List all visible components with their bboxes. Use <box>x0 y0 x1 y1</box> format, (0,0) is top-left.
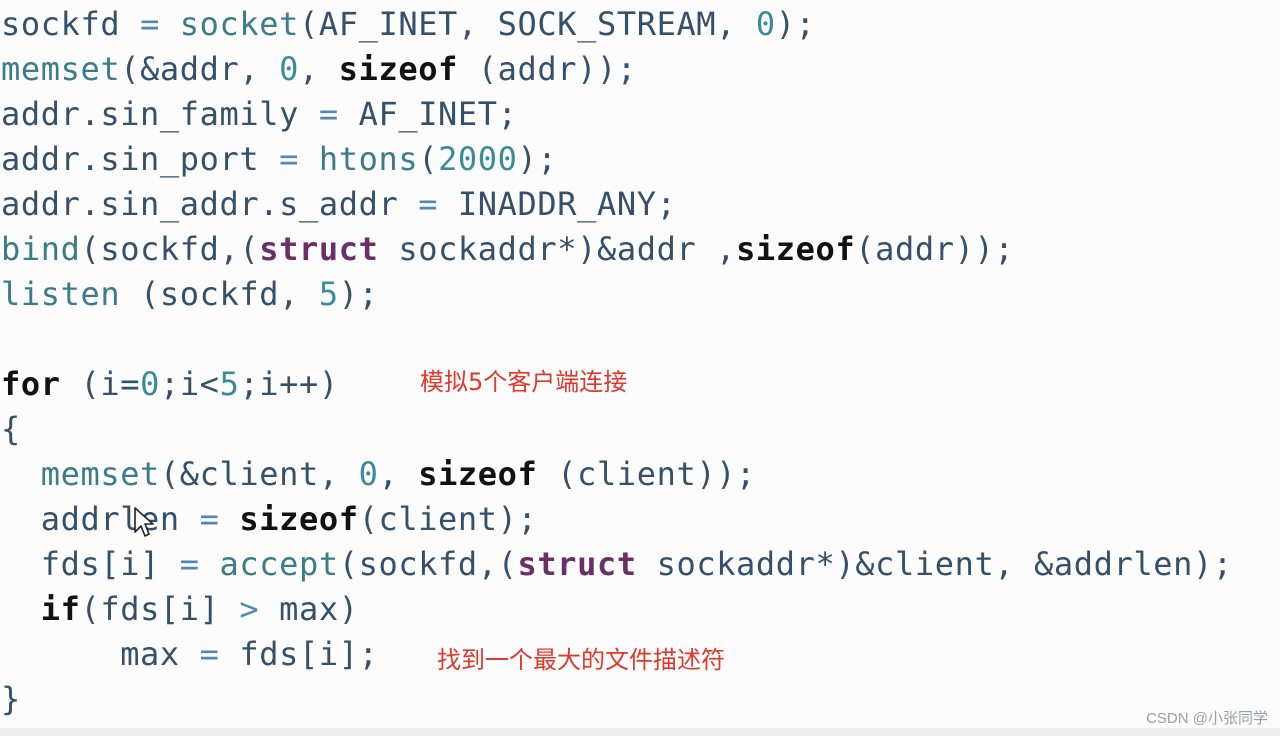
code-token: bind <box>1 230 81 268</box>
code-line: listen (sockfd, 5); <box>1 272 1233 317</box>
code-token: for <box>1 365 61 403</box>
code-token: socket <box>179 5 299 43</box>
code-token: memset <box>40 455 160 493</box>
bottom-strip <box>0 728 1280 736</box>
code-token: addr.sin_family <box>1 95 319 133</box>
code-token: = <box>179 545 220 583</box>
code-token: = <box>318 95 359 133</box>
code-token: accept <box>219 545 339 583</box>
code-token: ;i< <box>159 365 220 403</box>
code-token: addrlen <box>1 500 200 538</box>
code-token: ); <box>775 5 816 43</box>
code-token: = <box>418 185 458 223</box>
code-token: addr.sin_addr.s_addr <box>1 185 419 223</box>
code-token: (&addr, <box>120 50 280 88</box>
code-line: sockfd = socket(AF_INET, SOCK_STREAM, 0)… <box>1 2 1233 47</box>
code-token: addr.sin_port <box>1 140 280 178</box>
code-line: addr.sin_port = htons(2000); <box>1 137 1233 182</box>
code-token: (addr)); <box>855 230 1015 268</box>
code-token: ); <box>338 275 379 313</box>
code-token: sizeof <box>736 230 856 268</box>
code-line: for (i=0;i<5;i++) <box>1 362 1233 407</box>
code-token: } <box>1 680 21 718</box>
code-line: addr.sin_family = AF_INET; <box>1 92 1233 137</box>
code-token: { <box>1 410 21 448</box>
code-line: { <box>1 407 1233 452</box>
annotation-loop: 模拟5个客户端连接 <box>420 368 628 396</box>
code-token: (client)); <box>537 455 756 493</box>
code-line: if(fds[i] > max) <box>1 587 1233 632</box>
code-token: ( <box>418 140 439 178</box>
code-line: max = fds[i]; <box>1 632 1233 677</box>
code-token: max) <box>279 590 359 628</box>
code-token: (&client, <box>159 455 359 493</box>
code-token: fds[i] <box>1 545 180 583</box>
code-token: 0 <box>358 455 379 493</box>
code-token <box>1 455 41 493</box>
code-token: 0 <box>755 5 776 43</box>
code-token: struct <box>259 230 379 268</box>
code-token: 0 <box>140 365 160 403</box>
code-token: (fds[i] <box>80 590 240 628</box>
code-token: sockaddr*)&client, &addrlen); <box>636 545 1233 583</box>
code-line: addr.sin_addr.s_addr = INADDR_ANY; <box>1 182 1233 227</box>
code-token: , <box>378 455 419 493</box>
code-token: fds[i]; <box>239 635 379 673</box>
code-token: sizeof <box>418 455 538 493</box>
code-token: (sockfd,( <box>338 545 518 583</box>
code-token: htons <box>318 140 419 178</box>
code-token: 0 <box>279 50 300 88</box>
code-token: , <box>299 50 339 88</box>
code-token: listen <box>1 275 121 313</box>
code-token: ); <box>517 140 558 178</box>
code-line: fds[i] = accept(sockfd,(struct sockaddr*… <box>1 542 1233 587</box>
code-line <box>1 317 1233 362</box>
code-token: = <box>140 5 180 43</box>
code-block: sockfd = socket(AF_INET, SOCK_STREAM, 0)… <box>1 2 1233 722</box>
watermark: CSDN @小张同学 <box>1146 710 1268 727</box>
mouse-pointer-icon <box>134 507 154 537</box>
code-token: 2000 <box>438 140 518 178</box>
code-token: = <box>199 635 240 673</box>
code-token: struct <box>517 545 637 583</box>
code-line: } <box>1 677 1233 722</box>
code-line: memset(&addr, 0, sizeof (addr)); <box>1 47 1233 92</box>
code-token: sockfd <box>1 5 141 43</box>
code-token: AF_INET; <box>358 95 518 133</box>
code-token: 5 <box>318 275 339 313</box>
code-token: (i= <box>60 365 141 403</box>
code-token: = <box>279 140 319 178</box>
code-line: memset(&client, 0, sizeof (client)); <box>1 452 1233 497</box>
code-token: max <box>1 635 200 673</box>
code-token: if <box>40 590 81 628</box>
code-token: memset <box>1 50 121 88</box>
code-token: > <box>239 590 280 628</box>
code-token: sockaddr*)&addr , <box>378 230 737 268</box>
code-token: (sockfd, <box>120 275 319 313</box>
code-token: (client); <box>358 500 538 538</box>
code-token: 5 <box>219 365 240 403</box>
code-token: INADDR_ANY; <box>457 185 677 223</box>
annotation-max: 找到一个最大的文件描述符 <box>437 646 725 674</box>
code-token: sizeof <box>338 50 458 88</box>
code-token: = <box>199 500 240 538</box>
code-token: (AF_INET, SOCK_STREAM, <box>299 5 756 43</box>
code-token <box>1 590 41 628</box>
code-token: sizeof <box>239 500 359 538</box>
code-line: addrlen = sizeof(client); <box>1 497 1233 542</box>
code-line: bind(sockfd,(struct sockaddr*)&addr ,siz… <box>1 227 1233 272</box>
code-token: (sockfd,( <box>80 230 260 268</box>
code-token: ;i++) <box>239 365 339 403</box>
code-token: (addr)); <box>457 50 637 88</box>
